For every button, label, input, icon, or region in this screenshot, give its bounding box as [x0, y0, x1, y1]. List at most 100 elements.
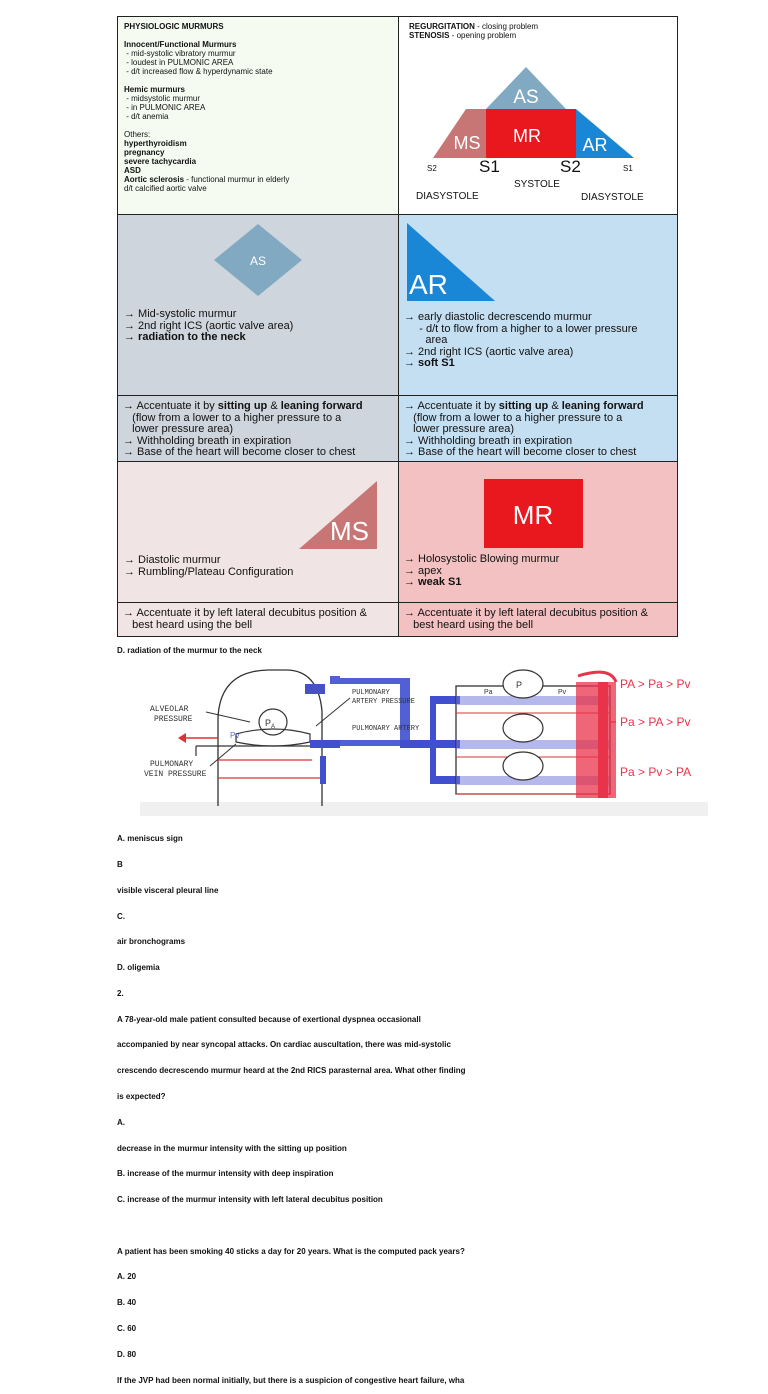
zone-pv-small: Pv: [558, 689, 567, 696]
ms-cell: MS → Diastolic murmur → Rumbling/Plateau…: [117, 461, 399, 603]
as-bold-line: → radiation to the neck: [124, 331, 246, 343]
zone-pa-label: P: [516, 680, 522, 690]
mr-shape-label: MR: [513, 126, 541, 146]
question-line: C. 60: [117, 1325, 466, 1334]
ar-line: → early diastolic decrescendo murmur: [404, 312, 638, 324]
ar-bold-line: → soft S1: [404, 357, 455, 369]
accent-text: &: [548, 400, 561, 412]
mr-rectangle: MR: [484, 479, 584, 549]
question-line: D. oligemia: [117, 964, 466, 973]
question-line: C. increase of the murmur intensity with…: [117, 1196, 466, 1205]
as-cell: AS → Mid-systolic murmur → 2nd right ICS…: [117, 214, 399, 396]
question-line: crescendo decrescendo murmur heard at th…: [117, 1067, 466, 1076]
zone-pa-small: Pa: [484, 689, 493, 696]
list-item: - d/t anemia: [124, 112, 398, 121]
ar-triangle: AR: [406, 222, 496, 302]
question-line: air bronchograms: [117, 938, 466, 947]
accent-text: &: [267, 400, 280, 412]
as-accentuate-cell: → Accentuate it by sitting up & leaning …: [117, 395, 399, 462]
pulmonary-artery-label: PULMONARY ARTERY: [352, 725, 420, 733]
list-item: - loudest in PULMONIC AREA: [124, 58, 398, 67]
sclerosis-label: Aortic sclerosis: [124, 175, 184, 184]
innocent-title: Innocent/Functional Murmurs: [124, 40, 236, 49]
s1-big-label: S1: [479, 157, 500, 176]
accent-line: best heard using the bell: [123, 620, 398, 632]
relation-zone-2: Pa > PA > Pv: [620, 715, 691, 729]
accent-line: lower pressure area): [123, 424, 398, 436]
murmur-legend-cell: REGURGITATION - closing problem STENOSIS…: [398, 16, 678, 215]
question-line: If the JVP had been normal initially, bu…: [117, 1377, 466, 1386]
others-item: hyperthyroidism: [124, 139, 187, 148]
list-item: - midsystolic murmur: [124, 94, 398, 103]
others-label: Others:: [124, 130, 398, 139]
systole-label: SYSTOLE: [514, 179, 560, 190]
accent-line: → Accentuate it by left lateral decubitu…: [404, 608, 677, 620]
ar-line: area: [404, 335, 638, 347]
question-line: B. increase of the murmur intensity with…: [117, 1170, 466, 1179]
list-item: - mid-systolic vibratory murmur: [124, 49, 398, 58]
question-line: A patient has been smoking 40 sticks a d…: [117, 1248, 466, 1257]
mr-accentuate-cell: → Accentuate it by left lateral decubitu…: [398, 602, 678, 637]
as-line: → Mid-systolic murmur: [124, 309, 293, 321]
mr-line: → Holosystolic Blowing murmur: [404, 554, 559, 566]
s2-big-label: S2: [560, 157, 581, 176]
cycle-diagram: AS MS MR AR S2 S1 S2 S1 SYSTOLE DIASYSTO…: [399, 17, 679, 216]
left-pv-label: Pv: [230, 731, 239, 740]
ms-shape-label: MS: [454, 133, 481, 153]
accent-line: lower pressure area): [404, 424, 677, 436]
accent-text: → Accentuate it by: [404, 400, 499, 412]
question-line: C.: [117, 913, 466, 922]
question-line: B. 40: [117, 1299, 466, 1308]
lung-zone-diagram: PA Pv P Pa Pv PA > Pa > Pv Pa > PA > Pv …: [140, 656, 708, 816]
question-line: visible visceral pleural line: [117, 887, 466, 896]
hemic-title: Hemic murmurs: [124, 85, 185, 94]
list-item: - in PULMONIC AREA: [124, 103, 398, 112]
accent-bold: leaning forward: [562, 400, 644, 412]
ar-accentuate-cell: → Accentuate it by sitting up & leaning …: [398, 395, 678, 462]
question-line: B: [117, 861, 466, 870]
list-item: - d/t increased flow & hyperdynamic stat…: [124, 67, 398, 76]
mr-shape-label: MR: [513, 500, 553, 530]
accent-line: → Base of the heart will become closer t…: [404, 447, 677, 459]
ar-shape-label: AR: [409, 269, 448, 300]
as-shape-label: AS: [250, 254, 266, 268]
question-line: decrease in the murmur intensity with th…: [117, 1145, 466, 1154]
others-item: ASD: [124, 166, 141, 175]
others-item: severe tachycardia: [124, 157, 196, 166]
question-line: A. meniscus sign: [117, 835, 466, 844]
question-line: is expected?: [117, 1093, 466, 1102]
accent-text: → Accentuate it by: [123, 400, 218, 412]
question-line: 2.: [117, 990, 466, 999]
ms-line: → Rumbling/Plateau Configuration: [124, 567, 293, 579]
accent-line: → Accentuate it by left lateral decubitu…: [123, 608, 398, 620]
ar-cell: AR → early diastolic decrescendo murmur …: [398, 214, 678, 396]
ms-line: → Diastolic murmur: [124, 555, 293, 567]
question-block: A. meniscus sign B visible visceral pleu…: [117, 818, 466, 1394]
as-shape-label: AS: [513, 87, 538, 108]
accent-line: → Base of the heart will become closer t…: [123, 447, 398, 459]
question-line: [117, 1222, 466, 1231]
accent-line: best heard using the bell: [404, 620, 677, 632]
question-line: A.: [117, 1119, 466, 1128]
diastole-left-label: DIASYSTOLE: [416, 191, 479, 202]
sclerosis-text: - functional murmur in elderly: [184, 175, 289, 184]
others-item: pregnancy: [124, 148, 164, 157]
question-line: D. 80: [117, 1351, 466, 1360]
s1-right-label: S1: [623, 164, 633, 173]
answer-line: D. radiation of the murmur to the neck: [117, 646, 262, 655]
physiologic-murmurs-cell: PHYSIOLOGIC MURMURS Innocent/Functional …: [117, 16, 399, 215]
accent-bold: leaning forward: [281, 400, 363, 412]
s2-left-label: S2: [427, 164, 437, 173]
accent-bold: sitting up: [499, 400, 549, 412]
relation-zone-3: Pa > Pv > PA: [620, 765, 691, 779]
mr-bold-line: → weak S1: [404, 576, 461, 588]
mr-cell: MR → Holosystolic Blowing murmur → apex …: [398, 461, 678, 603]
question-line: A. 20: [117, 1273, 466, 1282]
question-line: accompanied by near syncopal attacks. On…: [117, 1041, 466, 1050]
accent-bold: sitting up: [218, 400, 268, 412]
diastole-right-label: DIASYSTOLE: [581, 192, 644, 203]
as-diamond: AS: [213, 223, 303, 297]
ms-accentuate-cell: → Accentuate it by left lateral decubitu…: [117, 602, 399, 637]
ms-triangle: MS: [298, 480, 378, 550]
